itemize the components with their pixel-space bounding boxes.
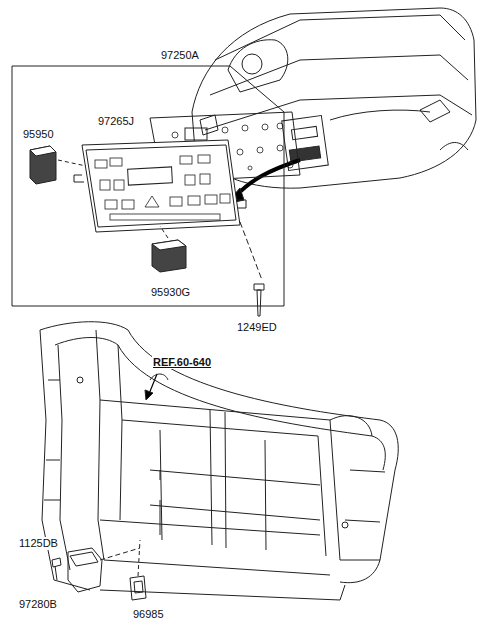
switch-knob bbox=[152, 226, 186, 272]
callout-number: 96985 bbox=[132, 608, 165, 621]
connector bbox=[130, 540, 146, 600]
callout-number: 97280B bbox=[18, 598, 58, 611]
switch-knob bbox=[30, 146, 86, 184]
callout-number: 1125DB bbox=[18, 537, 59, 550]
radiator-support bbox=[40, 322, 398, 600]
reference-label: REF.60-640 bbox=[152, 356, 212, 369]
dashboard bbox=[192, 8, 476, 188]
group-callout: 97250A bbox=[160, 49, 200, 62]
bolt bbox=[52, 558, 61, 580]
control-panel bbox=[74, 140, 246, 232]
sensor bbox=[68, 548, 140, 592]
screw bbox=[254, 284, 264, 316]
callout-number: 95950 bbox=[22, 128, 55, 141]
callout-number: 1249ED bbox=[236, 321, 278, 334]
group-frame bbox=[12, 66, 284, 306]
callout-number: 95930G bbox=[150, 286, 191, 299]
callout-number: 97265J bbox=[97, 115, 135, 128]
